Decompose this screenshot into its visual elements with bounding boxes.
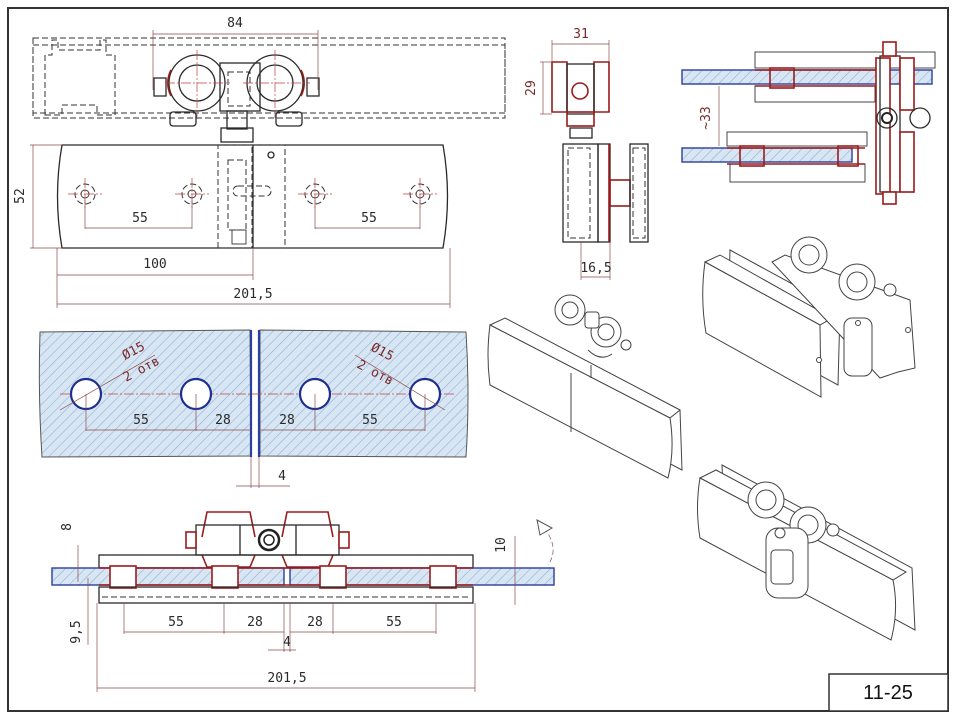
dim-glass-gap: ~33 (699, 106, 714, 129)
dim-layout-gap: 4 (278, 469, 286, 484)
dim-half-length: 100 (143, 257, 166, 272)
glass-hole-layout: Ø15 2 отв Ø15 2 отв 55 28 28 55 4 (38, 329, 469, 488)
rail-outline (32, 37, 506, 119)
glass-panel-upper (681, 69, 933, 85)
dim-section-gap: 4 (283, 635, 291, 650)
top-section-view: ~33 (681, 41, 936, 205)
dim-clamp-width: 16,5 (580, 261, 611, 276)
glass-left (38, 329, 252, 458)
iso-view-3 (697, 464, 916, 641)
dim-layout-edge-right: 28 (279, 413, 295, 428)
dim-roller-height: 29 (524, 80, 539, 96)
dim-section-total-length: 201,5 (267, 671, 306, 686)
dim-layout-edge-left: 28 (215, 413, 231, 428)
dim-plate-height: 52 (13, 188, 28, 204)
glass-right (259, 329, 469, 458)
bottom-section-view: 8 9,5 10 55 28 28 55 4 201,5 (51, 511, 555, 692)
dim-section-edge-left: 28 (247, 615, 263, 630)
dim-layout-spacing-right: 55 (362, 413, 378, 428)
dim-hole-spacing-left: 55 (132, 211, 148, 226)
rail-profile (44, 39, 116, 116)
iso-view-1 (487, 294, 683, 479)
dim-layout-spacing-left: 55 (133, 413, 149, 428)
dim-roller-span: 84 (227, 16, 243, 31)
front-view: 84 55 55 52 100 (13, 16, 506, 308)
title-block: 11-25 (828, 673, 949, 712)
plate-holes (68, 178, 437, 210)
dim-bottom-offset: 9,5 (69, 620, 84, 643)
dim-hole-spacing-right: 55 (361, 211, 377, 226)
dim-section-spacing-right: 55 (386, 615, 402, 630)
dim-top-offset: 8 (60, 523, 75, 531)
sheet-code: 11-25 (863, 682, 913, 704)
dim-roller-width: 31 (573, 27, 589, 42)
sheet-frame (7, 7, 949, 712)
glass-panel-lower (681, 147, 853, 163)
side-view: 31 29 16,5 (524, 27, 649, 280)
iso-view-2 (702, 236, 916, 398)
roller-carriage (153, 50, 320, 143)
glass-section-left (51, 567, 285, 586)
clamp-plate (56, 144, 449, 249)
dim-section-edge-right: 28 (307, 615, 323, 630)
dim-section-spacing-left: 55 (168, 615, 184, 630)
dim-total-length: 201,5 (233, 287, 272, 302)
rotation-arrow-icon (536, 519, 554, 536)
dim-glass-thickness: 10 (494, 537, 509, 553)
